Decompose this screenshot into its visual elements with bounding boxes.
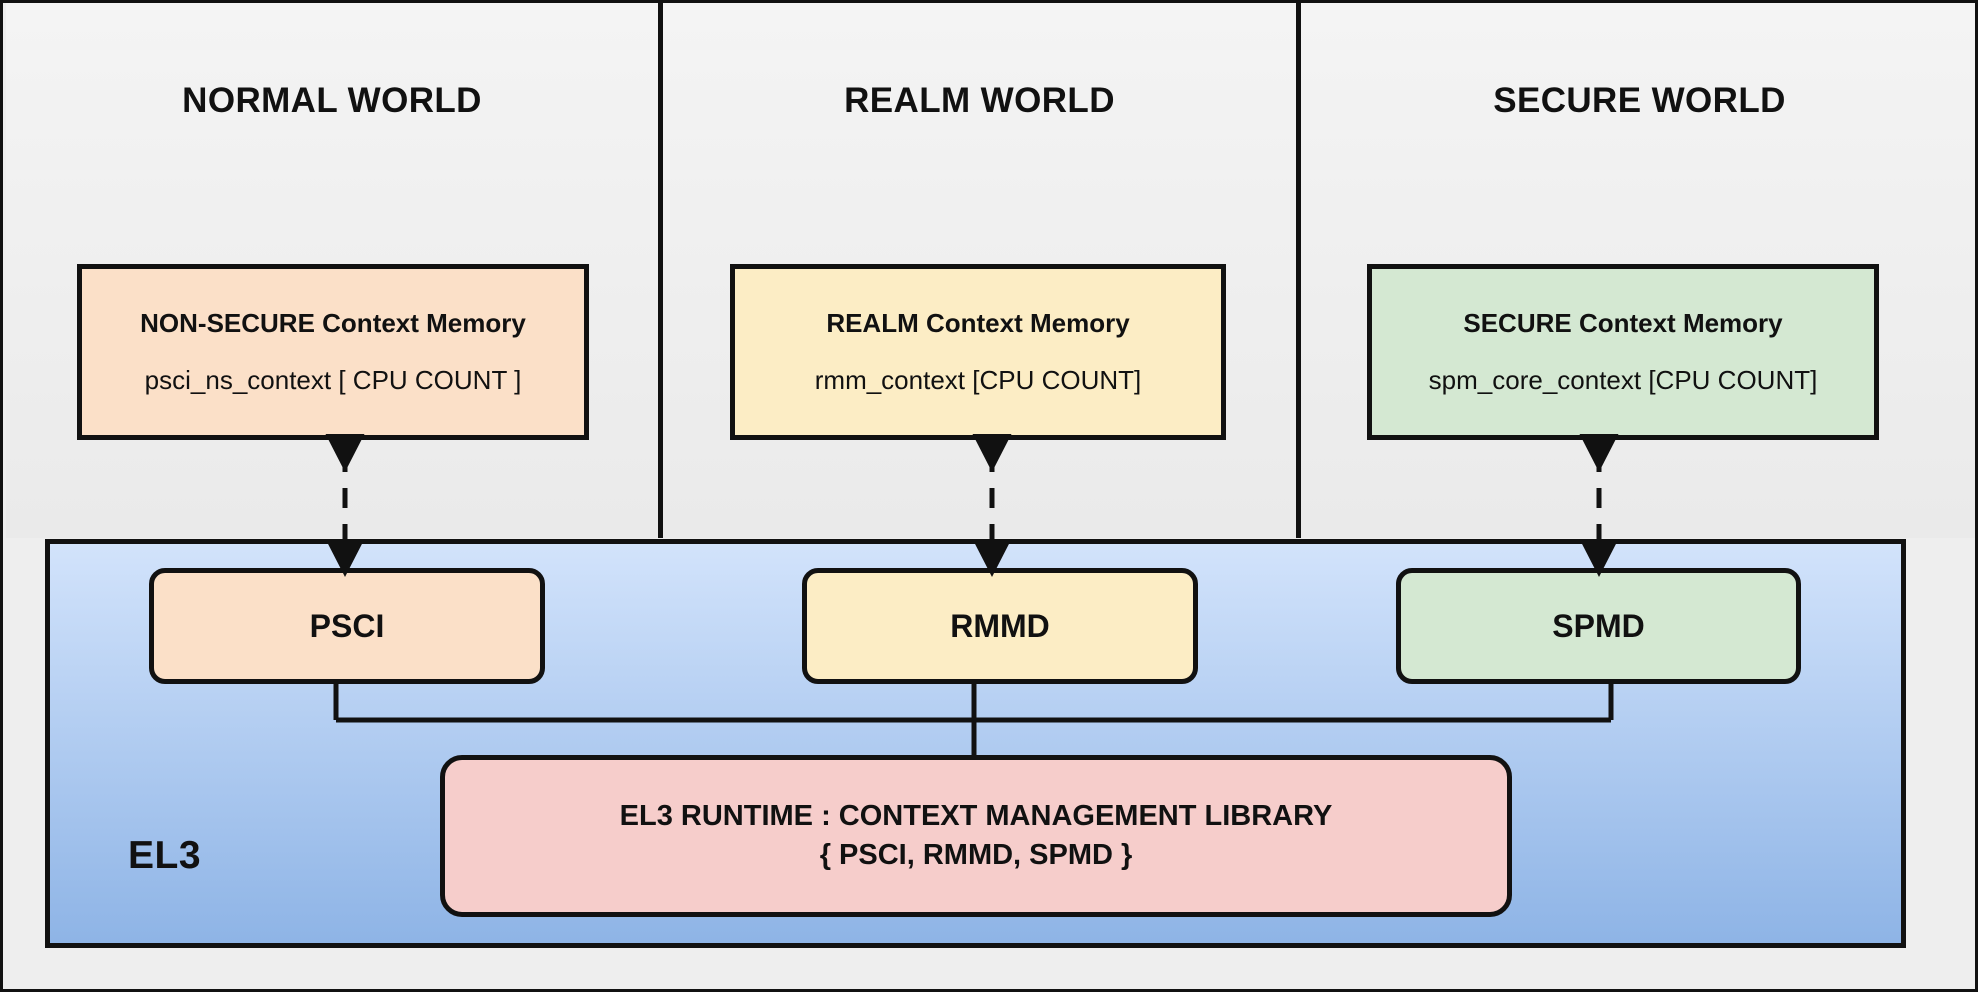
module-box-rmmd[interactable]: RMMD [802, 568, 1198, 684]
world-title-secure: SECURE WORLD [1493, 81, 1786, 120]
context-memory-title-non-secure: NON-SECURE Context Memory [140, 308, 526, 338]
el3-runtime-library-box[interactable]: EL3 RUNTIME : CONTEXT MANAGEMENT LIBRARY… [440, 755, 1512, 917]
module-box-psci[interactable]: PSCI [149, 568, 545, 684]
world-title-realm: REALM WORLD [844, 81, 1115, 120]
world-panel-secure: SECURE WORLD [1301, 3, 1975, 538]
el3-runtime-line-1: EL3 RUNTIME : CONTEXT MANAGEMENT LIBRARY [619, 799, 1333, 832]
module-label-rmmd: RMMD [950, 607, 1050, 644]
context-memory-box-realm[interactable]: REALM Context Memory rmm_context [CPU CO… [730, 264, 1226, 440]
context-memory-box-secure[interactable]: SECURE Context Memory spm_core_context [… [1367, 264, 1879, 440]
module-box-spmd[interactable]: SPMD [1396, 568, 1801, 684]
world-title-normal: NORMAL WORLD [182, 81, 482, 120]
world-divider-1 [658, 3, 663, 538]
world-divider-2 [1296, 3, 1301, 538]
module-label-spmd: SPMD [1552, 607, 1645, 644]
world-panel-normal: NORMAL WORLD [6, 3, 658, 538]
module-label-psci: PSCI [309, 607, 385, 644]
context-memory-subtitle-secure: spm_core_context [CPU COUNT] [1428, 365, 1818, 395]
context-memory-title-secure: SECURE Context Memory [1463, 308, 1783, 338]
context-memory-title-realm: REALM Context Memory [826, 308, 1130, 338]
context-memory-subtitle-realm: rmm_context [CPU COUNT] [814, 365, 1142, 395]
el3-runtime-line-2: { PSCI, RMMD, SPMD } [819, 839, 1133, 871]
world-panel-realm: REALM WORLD [663, 3, 1296, 538]
context-memory-box-non-secure[interactable]: NON-SECURE Context Memory psci_ns_contex… [77, 264, 589, 440]
el3-label: EL3 [128, 834, 202, 877]
context-memory-subtitle-non-secure: psci_ns_context [ CPU COUNT ] [144, 365, 522, 395]
